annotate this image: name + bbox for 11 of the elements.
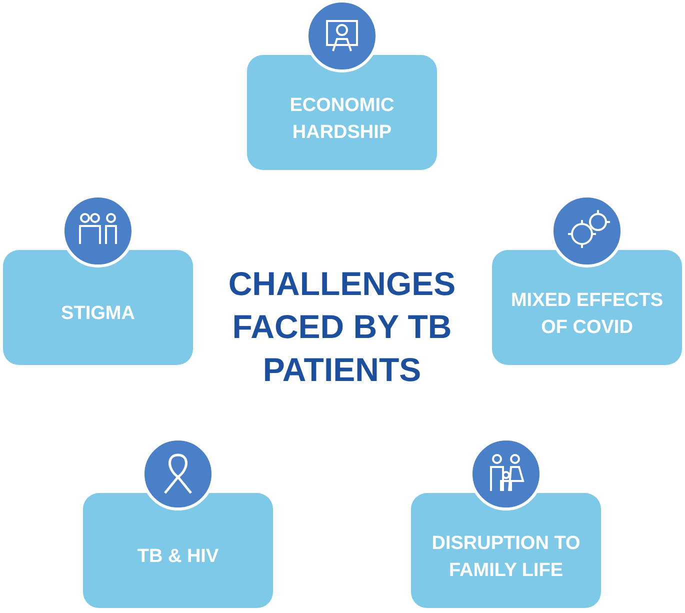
card-label: DISRUPTION TO FAMILY LIFE <box>430 532 582 582</box>
title: CHALLENGES FACED BY TB PATIENTS <box>227 264 457 390</box>
card-label: STIGMA <box>60 302 136 326</box>
card-label: TB & HIV <box>136 545 220 569</box>
challenge-card <box>83 493 273 608</box>
challenge-card <box>247 55 437 170</box>
challenge-card <box>3 250 193 365</box>
card-label: ECONOMIC HARDSHIP <box>288 94 396 144</box>
challenge-card <box>411 493 601 608</box>
challenge-card <box>492 250 682 365</box>
card-label: MIXED EFFECTS OF COVID <box>510 288 664 340</box>
